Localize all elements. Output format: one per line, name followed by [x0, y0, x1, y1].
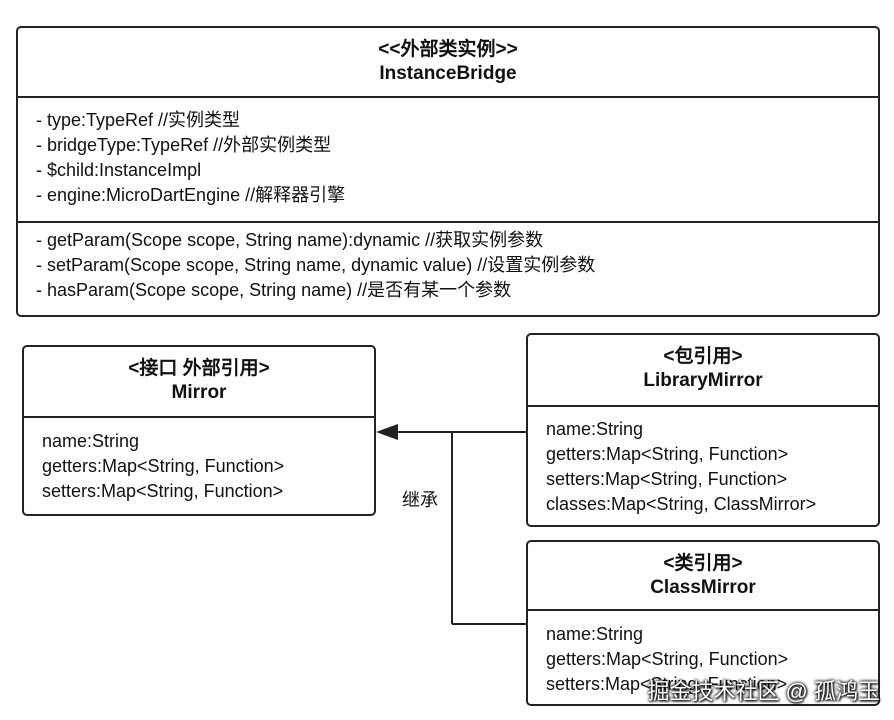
attribute: name:String [546, 624, 644, 644]
mirror-stereotype: <接口 外部引用> [128, 358, 270, 379]
attribute: getters:Map<String, Function> [42, 456, 285, 476]
class-mirror-attributes: name:String getters:Map<String, Function… [528, 611, 878, 697]
inheritance-arrowhead [376, 424, 398, 440]
library-mirror-class: <包引用> LibraryMirror name:String getters:… [526, 333, 880, 527]
attribute: name:String [546, 419, 644, 439]
class-mirror-stereotype: <类引用> [663, 553, 743, 574]
attribute: getters:Map<String, Function> [546, 649, 789, 669]
attribute: getters:Map<String, Function> [546, 444, 789, 464]
instance-bridge-class: <<外部类实例>> InstanceBridge - type:TypeRef … [16, 26, 880, 317]
attribute: - bridgeType:TypeRef //外部实例类型 [36, 135, 332, 155]
inherit-label: 继承 [402, 490, 438, 510]
method: - hasParam(Scope scope, String name) //是… [36, 280, 512, 300]
instance-bridge-methods: - getParam(Scope scope, String name):dyn… [18, 221, 878, 303]
library-mirror-header: <包引用> LibraryMirror [528, 335, 878, 407]
attribute: - engine:MicroDartEngine //解释器引擎 [36, 185, 346, 205]
attribute: - type:TypeRef //实例类型 [36, 110, 241, 130]
mirror-attributes: name:String getters:Map<String, Function… [24, 418, 374, 504]
library-mirror-stereotype: <包引用> [663, 346, 743, 367]
attribute: setters:Map<String, Function> [546, 469, 788, 489]
method: - setParam(Scope scope, String name, dyn… [36, 255, 596, 275]
attribute: setters:Map<String, Function> [42, 481, 284, 501]
method: - getParam(Scope scope, String name):dyn… [36, 230, 544, 250]
mirror-class: <接口 外部引用> Mirror name:String getters:Map… [22, 345, 376, 516]
watermark: 掘金技术社区 @ 孤鸿玉 [647, 679, 880, 704]
instance-bridge-attributes: - type:TypeRef //实例类型 - bridgeType:TypeR… [18, 98, 878, 221]
attribute: classes:Map<String, ClassMirror> [546, 494, 817, 514]
attribute: - $child:InstanceImpl [36, 160, 202, 180]
class-mirror-class: <类引用> ClassMirror name:String getters:Ma… [526, 540, 880, 706]
mirror-header: <接口 外部引用> Mirror [24, 347, 374, 418]
attribute: name:String [42, 431, 140, 451]
class-mirror-name: ClassMirror [650, 577, 756, 598]
mirror-name: Mirror [171, 382, 227, 403]
library-mirror-attributes: name:String getters:Map<String, Function… [528, 407, 878, 517]
attribute: setters:Map<String, Function> [546, 674, 788, 694]
instance-bridge-name: InstanceBridge [379, 63, 517, 84]
class-mirror-header: <类引用> ClassMirror [528, 542, 878, 611]
library-mirror-name: LibraryMirror [643, 370, 763, 391]
instance-bridge-header: <<外部类实例>> InstanceBridge [18, 28, 878, 98]
instance-bridge-stereotype: <<外部类实例>> [378, 39, 518, 60]
